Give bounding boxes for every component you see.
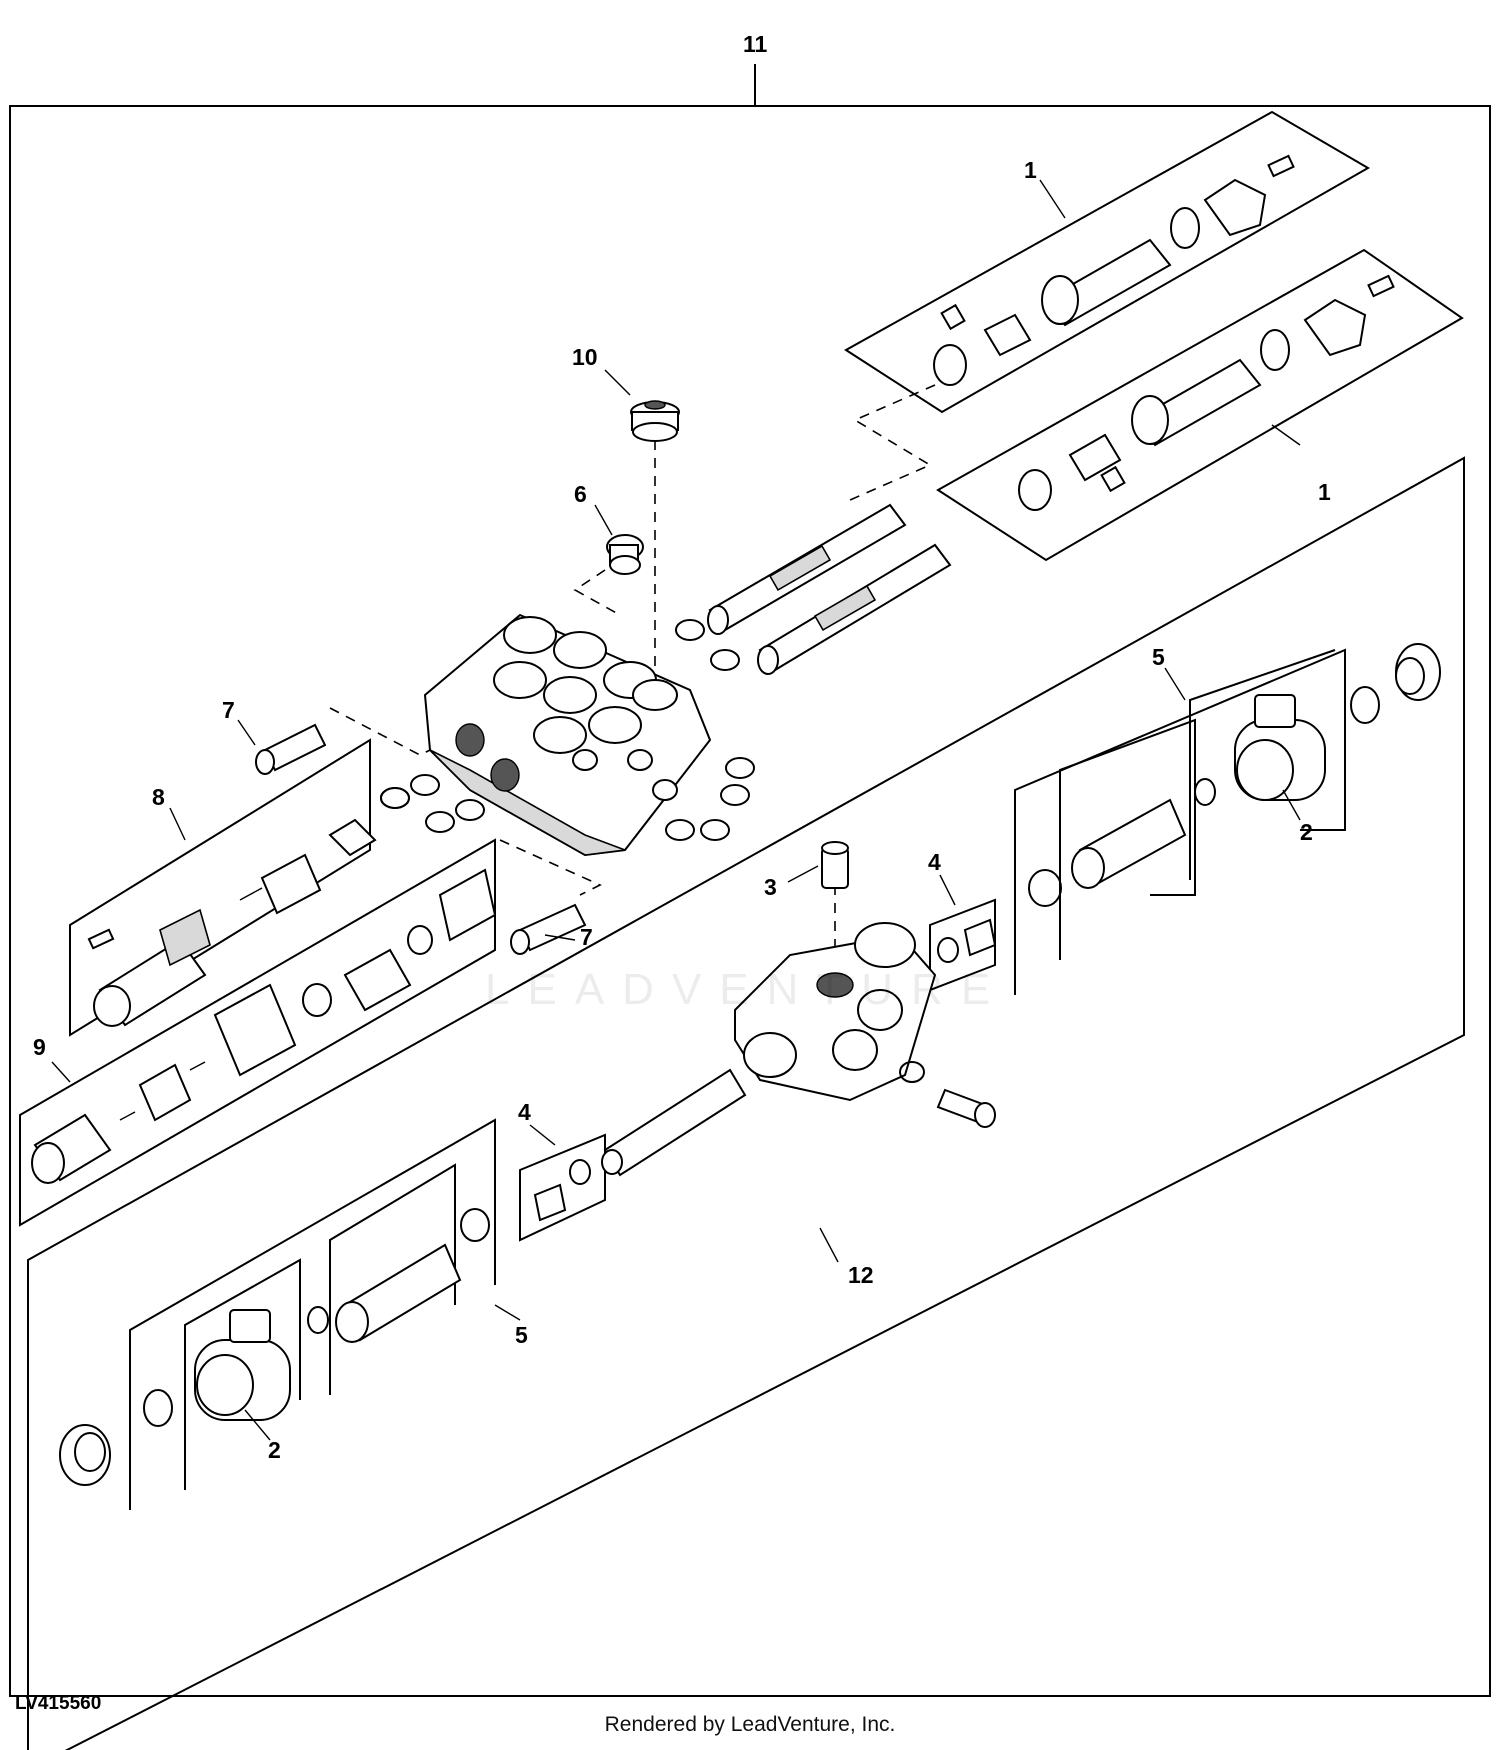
- render-credit: Rendered by LeadVenture, Inc.: [604, 1713, 896, 1736]
- leader-4a: [939, 874, 956, 906]
- o-ring-lower-end: [143, 1389, 173, 1427]
- reference-id: LV415560: [15, 1693, 102, 1714]
- group-box-12: [27, 456, 1465, 1750]
- spool-lower: [757, 543, 952, 675]
- coil-part-2-upper: [1234, 694, 1326, 801]
- spring-part-4-lower: [533, 1159, 591, 1222]
- leader-7a: [237, 719, 256, 746]
- cartridge-part-3: [821, 841, 849, 889]
- callout-5-upper: 5: [1152, 644, 1165, 670]
- group-box-5-lower-inner: [184, 1258, 301, 1490]
- callout-2-lower: 2: [268, 1437, 281, 1463]
- callout-7-upper: 7: [222, 697, 235, 723]
- callout-12: 12: [848, 1262, 874, 1288]
- group-box-5-upper-inner: [1189, 649, 1336, 880]
- callout-2-upper: 2: [1300, 819, 1313, 845]
- callout-6: 6: [574, 481, 587, 507]
- solenoid-tube-5-lower: [307, 1208, 490, 1343]
- leader-8: [169, 807, 186, 841]
- group-9-parts: [31, 868, 497, 1184]
- leader-2a: [1282, 789, 1301, 821]
- nut-upper-end: [1395, 643, 1441, 701]
- section-body-12: [734, 922, 937, 1102]
- spool-section-12: [601, 1068, 747, 1177]
- callout-3: 3: [764, 874, 777, 900]
- assembly-frame: [9, 105, 1491, 1697]
- leader-6: [594, 504, 613, 536]
- leader-9: [51, 1061, 71, 1083]
- leader-10: [604, 369, 631, 396]
- group-box-8: [69, 738, 371, 1037]
- spring-part-4-upper: [937, 918, 997, 963]
- group-box-5-upper-outer: [1014, 648, 1346, 995]
- leader-3: [787, 865, 819, 883]
- plug-part-6: [606, 534, 644, 575]
- leader-12: [819, 1227, 839, 1263]
- callout-7-lower: 7: [580, 924, 593, 950]
- group-box-5-lower-mid: [329, 1163, 456, 1395]
- group-box-1-upper: [844, 110, 1370, 414]
- leader-1a: [1039, 179, 1066, 219]
- group-1-lower-parts: [1018, 274, 1395, 511]
- callout-1-upper: 1: [1024, 157, 1037, 183]
- bolt-section-12: [899, 1061, 996, 1128]
- group-box-4-lower: [519, 1133, 606, 1242]
- o-ring-upper-end: [1350, 686, 1380, 724]
- fitting-part-7-lower: [510, 903, 587, 955]
- watermark: LEADVENTURE: [485, 965, 1009, 1014]
- callout-4-lower: 4: [518, 1099, 531, 1125]
- dashed-axis-7b: [499, 839, 602, 896]
- main-valve-body: [423, 613, 712, 857]
- group-8-parts: [87, 787, 410, 1027]
- dashed-axis-6: [573, 559, 621, 616]
- callout-1-lower: 1: [1318, 479, 1331, 505]
- leader-1b: [1271, 424, 1301, 446]
- callout-8: 8: [152, 784, 165, 810]
- group-box-5-upper-mid: [1059, 718, 1196, 960]
- leader-5b: [494, 1304, 521, 1321]
- solenoid-tube-5-upper: [1028, 778, 1216, 907]
- callout-10: 10: [572, 344, 598, 370]
- leader-4b: [529, 1124, 556, 1146]
- callout-11: 11: [743, 31, 768, 57]
- callout-9: 9: [33, 1034, 46, 1060]
- leader-5a: [1164, 667, 1186, 701]
- spool-upper: [707, 503, 907, 635]
- group-1-upper-parts: [933, 154, 1295, 386]
- dashed-axis-7a: [329, 707, 441, 756]
- fitting-part-7-upper: [255, 723, 327, 775]
- leader-7b: [544, 934, 576, 941]
- callout-5-lower: 5: [515, 1322, 528, 1348]
- dashed-axis-1: [849, 384, 936, 501]
- coil-part-2-lower: [194, 1309, 291, 1421]
- leader-2b: [244, 1409, 271, 1441]
- group-box-5-lower-outer: [129, 1118, 496, 1510]
- group-box-9: [19, 838, 496, 1227]
- group-box-1-lower: [936, 248, 1464, 562]
- callout-4-upper: 4: [928, 849, 941, 875]
- nut-lower-end: [59, 1424, 111, 1486]
- plug-part-10: [630, 400, 680, 442]
